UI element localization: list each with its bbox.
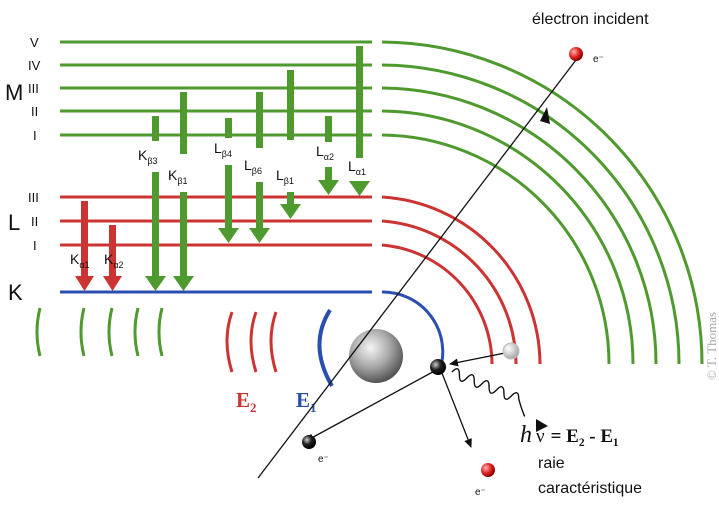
arrow-l-beta6-head bbox=[249, 228, 270, 243]
arrow-l-alpha2-head bbox=[318, 180, 339, 195]
label-shell-l: L bbox=[8, 210, 20, 235]
label-k-beta3: Kβ3 bbox=[138, 147, 158, 166]
left-k-shell-arc bbox=[317, 308, 334, 388]
arrow-k-beta3-shaft bbox=[152, 172, 159, 276]
incident-arrow-head bbox=[540, 107, 550, 124]
label-shell-k: K bbox=[8, 280, 23, 305]
caption-line1: raie bbox=[538, 455, 565, 472]
label-m-i: I bbox=[33, 128, 37, 143]
label-m-iii: III bbox=[28, 81, 39, 96]
k-beta-arrows bbox=[145, 92, 194, 291]
label-m-v: V bbox=[30, 35, 39, 50]
label-m-ii: II bbox=[31, 104, 38, 119]
label-m-iv: IV bbox=[28, 58, 41, 73]
label-shell-m: M bbox=[5, 80, 23, 105]
arrow-l-beta4-shaft bbox=[225, 165, 232, 229]
arrow-k-beta1-shaft bbox=[180, 192, 187, 276]
arrow-l-alpha1-head bbox=[349, 181, 370, 196]
l-shell-levels bbox=[60, 195, 372, 247]
arrow-l-alpha2-shaft bbox=[325, 167, 332, 181]
incident-electron-title: électron incident bbox=[532, 11, 649, 28]
l-shell-arcs bbox=[381, 195, 542, 365]
label-e1: E1 bbox=[296, 388, 317, 415]
cascade-electron bbox=[502, 342, 520, 360]
label-ejected-electron: e⁻ bbox=[318, 454, 329, 465]
arrow-l-beta1-shaft bbox=[287, 192, 294, 204]
arrow-l-beta1-head bbox=[280, 204, 301, 219]
nucleus bbox=[349, 329, 403, 383]
l-arrows bbox=[218, 46, 370, 243]
label-l-i: I bbox=[33, 238, 37, 253]
label-l-ii: II bbox=[31, 214, 38, 229]
left-m-shell-arcs bbox=[35, 307, 164, 357]
arrow-k-alpha1-head bbox=[75, 276, 94, 291]
label-l-beta1: Lβ1 bbox=[276, 167, 294, 186]
label-k-alpha1: Kα1 bbox=[70, 251, 90, 270]
m-shell-arcs bbox=[381, 40, 704, 365]
photon-wave bbox=[451, 368, 526, 417]
photon-arrow-head bbox=[536, 419, 548, 432]
label-l-iii: III bbox=[28, 190, 39, 205]
arrow-k-alpha1-shaft bbox=[81, 201, 88, 277]
incident-electron bbox=[569, 47, 583, 61]
scattered-electron-path bbox=[439, 367, 472, 448]
arrow-k-beta1-head bbox=[173, 276, 194, 291]
arrow-k-beta3-head bbox=[145, 276, 166, 291]
ejected-electron-path bbox=[305, 367, 441, 442]
m-shell-levels bbox=[60, 40, 372, 137]
credit-text: © T. Thomas bbox=[704, 312, 719, 380]
ejected-electron bbox=[302, 435, 316, 449]
label-l-alpha2: Lα2 bbox=[316, 143, 334, 162]
label-incident-electron: e⁻ bbox=[593, 54, 604, 65]
caption-line2: caractéristique bbox=[538, 480, 642, 497]
incident-electron-path bbox=[257, 59, 577, 479]
arrow-k-alpha2-shaft bbox=[109, 225, 116, 277]
arrow-k-alpha2-head bbox=[103, 276, 122, 291]
label-l-beta4: Lβ4 bbox=[214, 140, 232, 159]
cascade-electron-path bbox=[449, 351, 511, 367]
k-alpha-arrows bbox=[75, 201, 122, 291]
label-k-beta1: Kβ1 bbox=[168, 167, 188, 186]
transition-labels: Kα1 Kα2 Kβ3 Kβ1 Lβ4 Lβ6 Lβ1 Lα2 Lα1 bbox=[70, 140, 366, 270]
k-shell-electron bbox=[430, 359, 446, 375]
label-scattered-electron: e⁻ bbox=[475, 487, 486, 498]
label-l-beta6: Lβ6 bbox=[244, 157, 262, 176]
arrow-l-beta6-shaft bbox=[256, 182, 263, 228]
arrow-l-beta4-head bbox=[218, 228, 239, 243]
level-labels: V IV III II I M III II I L K bbox=[5, 35, 41, 305]
label-k-alpha2: Kα2 bbox=[104, 251, 124, 270]
label-e2: E2 bbox=[236, 388, 257, 415]
label-l-alpha1: Lα1 bbox=[348, 158, 366, 177]
scattered-electron bbox=[481, 463, 495, 477]
left-l-shell-arcs bbox=[225, 311, 278, 373]
k-shell-arc bbox=[381, 290, 445, 371]
